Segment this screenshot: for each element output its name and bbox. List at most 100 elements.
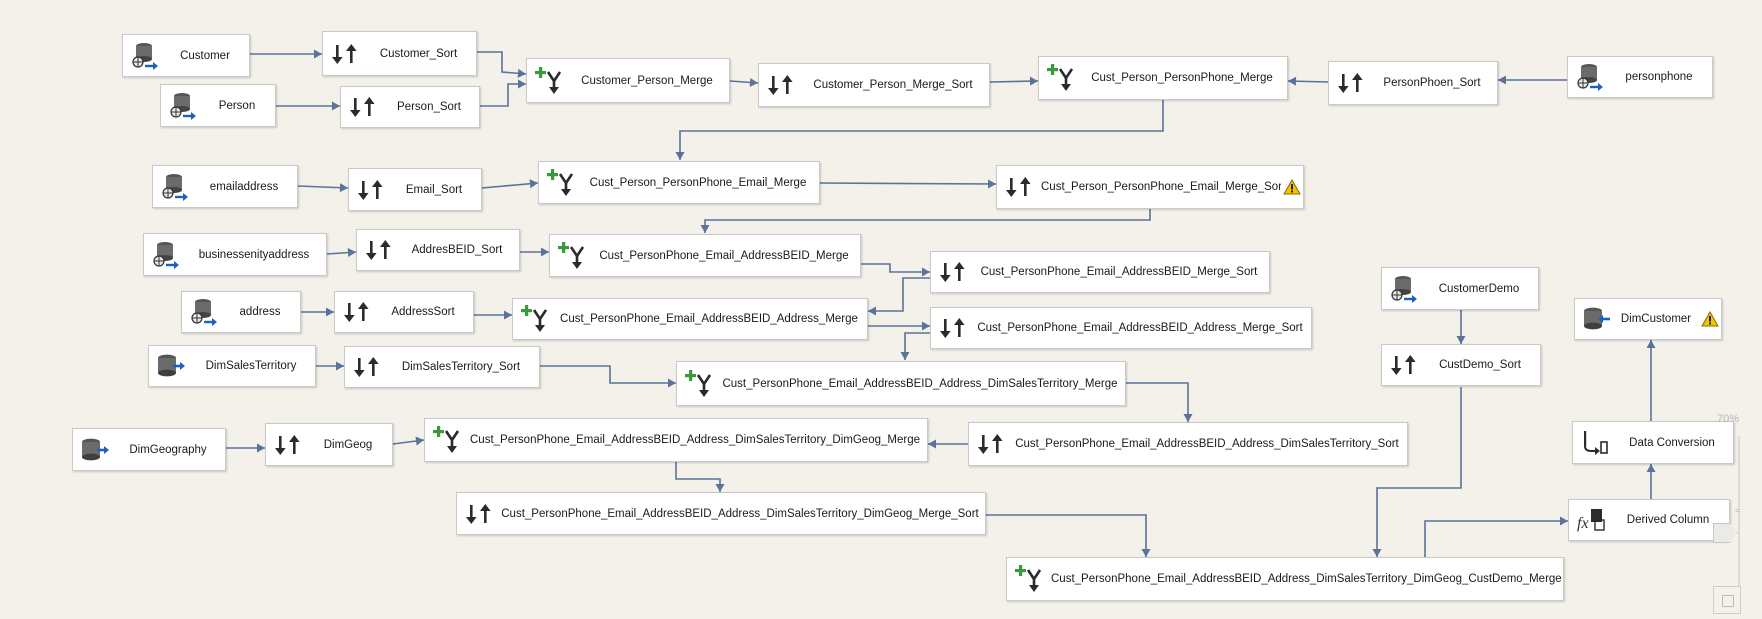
data-path-line (819, 182, 997, 185)
merge-join-icon (1039, 57, 1083, 99)
data-path-arrowhead (868, 306, 876, 316)
odbc-source-icon (1382, 268, 1426, 309)
component-label: DimCustomer (1620, 313, 1692, 325)
component-sort[interactable]: CustDemo_Sort (1381, 344, 1541, 386)
component-label: Derived Column (1626, 514, 1710, 526)
data-path-line (1376, 387, 1462, 557)
component-sort[interactable]: Cust_PersonPhone_Email_AddressBEID_Merge… (930, 251, 1270, 293)
component-label: Cust_Person_PersonPhone_Merge (1091, 72, 1273, 84)
component-sort[interactable]: Cust_PersonPhone_Email_AddressBEID_Addre… (968, 422, 1408, 466)
zoom-track[interactable] (1738, 436, 1740, 586)
data-path-line (861, 263, 930, 273)
component-merge[interactable]: Cust_PersonPhone_Email_AddressBEID_Addre… (676, 361, 1126, 406)
component-label: Cust_PersonPhone_Email_AddressBEID_Addre… (501, 507, 979, 520)
component-label: Customer (180, 49, 230, 62)
component-merge[interactable]: Cust_PersonPhone_Email_AddressBEID_Addre… (512, 298, 868, 340)
component-merge[interactable]: Cust_PersonPhone_Email_AddressBEID_Addre… (1006, 557, 1564, 601)
sort-icon (345, 347, 389, 387)
merge-join-icon (513, 299, 557, 339)
component-merge[interactable]: Cust_PersonPhone_Email_AddressBEID_Merge (549, 234, 861, 277)
sort-icon (341, 87, 385, 127)
sort-icon (931, 308, 975, 348)
component-sort[interactable]: PersonPhoen_Sort (1328, 61, 1498, 105)
component-label: personphone (1625, 71, 1693, 83)
component-sort[interactable]: AddresBEID_Sort (356, 229, 520, 271)
data-path-arrowhead (529, 179, 538, 189)
data-path-arrowhead (517, 68, 526, 78)
component-label: DimSalesTerritory (205, 360, 297, 372)
component-merge[interactable]: Cust_Person_PersonPhone_Merge (1038, 56, 1288, 100)
data-path-line (297, 185, 349, 189)
component-label: CustomerDemo (1438, 282, 1520, 295)
data-conversion-icon (1573, 422, 1617, 463)
component-label: Cust_PersonPhone_Email_AddressBEID_Addre… (722, 377, 1118, 390)
sort-icon (759, 64, 803, 106)
data-path-line (1126, 382, 1189, 422)
data-path-arrowhead (314, 49, 322, 59)
component-dbsource[interactable]: DimGeography (72, 428, 226, 471)
component-conversion[interactable]: Data Conversion (1572, 421, 1734, 464)
component-source[interactable]: Person (160, 84, 276, 127)
component-merge[interactable]: Cust_Person_PersonPhone_Email_Merge (538, 161, 820, 204)
data-path-arrowhead (257, 443, 265, 453)
component-source[interactable]: CustomerDemo (1381, 267, 1539, 310)
component-derived[interactable]: fx Derived Column (1568, 499, 1730, 541)
merge-join-icon (677, 362, 721, 405)
data-path-line (675, 462, 721, 492)
component-dbsource[interactable]: DimSalesTerritory (148, 345, 316, 387)
database-source-icon (149, 346, 193, 386)
component-merge[interactable]: Cust_PersonPhone_Email_AddressBEID_Addre… (424, 418, 928, 462)
component-label: AddressSort (391, 306, 455, 318)
component-sort[interactable]: Email_Sort (348, 168, 482, 211)
warning-icon[interactable] (1699, 311, 1721, 327)
component-sort[interactable]: Cust_Person_PersonPhone_Email_Merge_Sort (996, 165, 1304, 209)
component-sort[interactable]: DimSalesTerritory_Sort (344, 346, 540, 388)
sort-icon (266, 424, 310, 465)
odbc-source-icon (144, 234, 188, 275)
component-sort[interactable]: Person_Sort (340, 86, 480, 128)
sort-icon (457, 493, 501, 534)
component-source[interactable]: emailaddress (152, 165, 298, 208)
merge-join-icon (425, 419, 469, 461)
data-path-line (679, 100, 1164, 160)
component-destination[interactable]: DimCustomer (1574, 298, 1722, 340)
component-label: address (239, 306, 281, 318)
component-label: Customer_Person_Merge (581, 74, 713, 87)
component-source[interactable]: Customer (122, 34, 250, 77)
odbc-source-icon (123, 35, 167, 76)
component-source[interactable]: address (181, 291, 301, 333)
component-merge[interactable]: Customer_Person_Merge (526, 58, 730, 103)
data-path-arrowhead (504, 310, 512, 320)
data-path-arrowhead (1141, 549, 1151, 557)
sort-icon (969, 423, 1013, 465)
sort-icon (349, 169, 393, 210)
data-path-arrowhead (1456, 336, 1466, 344)
component-label: Cust_PersonPhone_Email_AddressBEID_Addre… (977, 322, 1303, 334)
component-sort[interactable]: Cust_PersonPhone_Email_AddressBEID_Addre… (456, 492, 986, 535)
data-path-arrowhead (518, 79, 526, 89)
component-sort[interactable]: AddressSort (334, 291, 474, 333)
zoom-level: 70% (1717, 413, 1740, 425)
component-label: Customer_Sort (379, 47, 458, 60)
zoom-slider[interactable]: 70% = (1712, 408, 1762, 619)
data-path-arrowhead (715, 484, 725, 492)
component-label: Cust_PersonPhone_Email_AddressBEID_Addre… (1051, 573, 1562, 585)
zoom-thumb[interactable] (1713, 523, 1737, 543)
data-path-arrowhead (922, 267, 930, 277)
component-source[interactable]: personphone (1567, 56, 1713, 98)
component-label: Cust_PersonPhone_Email_AddressBEID_Addre… (470, 434, 920, 446)
zoom-to-fit-button[interactable] (1713, 586, 1741, 614)
component-sort[interactable]: Customer_Person_Merge_Sort (758, 63, 990, 107)
component-sort[interactable]: DimGeog (265, 423, 393, 466)
database-destination-icon (1575, 299, 1619, 339)
merge-join-icon (527, 59, 571, 102)
data-path-arrowhead (987, 179, 996, 189)
component-label: Cust_PersonPhone_Email_AddressBEID_Merge (599, 249, 849, 262)
component-sort[interactable]: Cust_PersonPhone_Email_AddressBEID_Addre… (930, 307, 1312, 349)
component-source[interactable]: businessenityaddress (143, 233, 327, 276)
component-sort[interactable]: Customer_Sort (322, 31, 477, 76)
component-label: Customer_Person_Merge_Sort (813, 79, 973, 91)
sort-icon (1382, 345, 1426, 385)
warning-icon[interactable] (1281, 179, 1303, 195)
